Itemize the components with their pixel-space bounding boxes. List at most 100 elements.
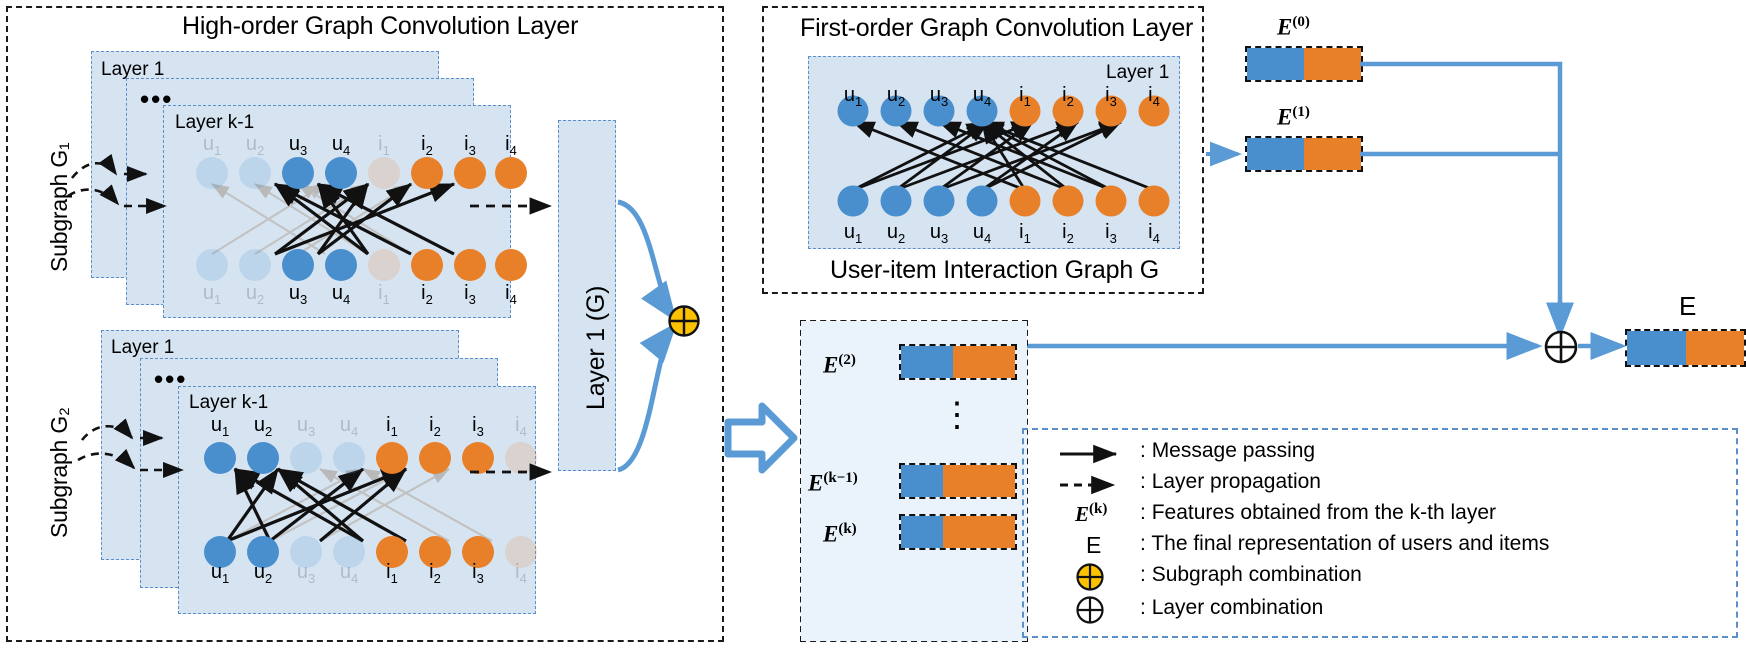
g1-layer1-label: Layer 1 [101,59,165,80]
legend-sep-2: : [1140,501,1146,524]
legend-text-4: Subgraph combination [1151,563,1362,586]
fo-bottom-label-u1: u1 [843,221,863,246]
legend-text-0: Message passing [1151,439,1316,462]
g1-bottom-label-u1: u1 [202,282,222,307]
e2-label: E(2) [823,352,856,379]
fo-bottom-label-u2: u2 [886,221,906,246]
ek-label: E(k) [823,521,857,548]
plus-circle-icon [1544,330,1578,364]
legend-item-4: : Subgraph combination [1140,563,1362,587]
legend-text-5: Layer combination [1151,596,1324,619]
fo-bottom-label-i2: i2 [1062,221,1074,246]
g1-top-label-u3: u3 [288,133,308,158]
fo-bottom-label-u4: u4 [972,221,992,246]
ek1-superscript: (k−1) [823,470,858,486]
g1-top-label-i1: i1 [378,133,390,158]
high-order-panel [6,6,724,642]
ek1-symbol: E [808,470,824,496]
e0-symbol: E [1277,14,1293,40]
legend-sep-5: : [1140,596,1146,619]
legend-dashed-arrow-icon [1060,475,1116,495]
aggregator-card [558,120,616,471]
ek-item-half [943,516,1015,548]
fo-bottom-label-i4: i4 [1148,221,1160,246]
e1-superscript: (1) [1292,104,1310,120]
fo-bottom-label-i3: i3 [1105,221,1117,246]
g2-top-label-i3: i3 [472,414,484,439]
first-order-to-e1-arrow [1206,141,1242,167]
legend-sep-0: : [1140,439,1146,462]
g1-graph [196,157,527,281]
g1-bottom-label-u3: u3 [288,282,308,307]
g2-top-nodes [204,442,537,474]
g2-bottom-label-i1: i1 [386,561,398,586]
g1-layerk-label: Layer k-1 [175,112,255,133]
first-order-edges [851,120,1155,192]
ek1-item-half [943,465,1015,497]
legend-e-k-sup: (k) [1089,501,1108,517]
ek-superscript: (k) [838,521,857,537]
yellow-plus-circle-icon [668,305,700,337]
fo-bottom-label-u3: u3 [929,221,949,246]
aggregator-label: Layer 1 (G) [582,285,610,410]
legend-item-2: : Features obtained from the k-th layer [1140,501,1496,525]
legend-solid-arrow-icon [1060,444,1118,464]
g1-bottom-label-u2: u2 [245,282,265,307]
combination-to-final-arrow [1578,332,1627,360]
g2-bottom-label-u1: u1 [210,561,230,586]
fo-top-label-u2: u2 [886,84,906,109]
final-user-half [1627,331,1686,365]
g2-top-label-u4: u4 [339,414,359,439]
legend-text-2: Features obtained from the k-th layer [1151,501,1497,524]
legend-sep-3: : [1140,532,1146,555]
fo-top-label-u3: u3 [929,84,949,109]
e2-superscript: (2) [838,352,856,368]
first-order-layer-label: Layer 1 [1106,62,1170,83]
aggregator-input-arrows [470,197,552,481]
e0-item-half [1304,48,1361,80]
legend-e-base: E [1086,532,1102,558]
block-arrow-icon [724,402,798,474]
g1-propagation-arrows [67,153,167,215]
subgraph-g2-label: Subgraph G₂ [46,407,72,538]
e1-label: E(1) [1277,104,1310,131]
g2-top-label-u2: u2 [253,414,273,439]
g1-message-edges [273,182,456,256]
g2-top-label-i2: i2 [429,414,441,439]
g2-bottom-label-i4: i4 [515,561,527,586]
legend-plus-circle-icon [1076,596,1104,624]
ek1-vector [899,463,1017,499]
g2-bottom-label-u3: u3 [296,561,316,586]
ek-vector [899,514,1017,550]
g2-top-label-u1: u1 [210,414,230,439]
legend-item-5: : Layer combination [1140,596,1323,620]
g1-top-label-i3: i3 [464,133,476,158]
fo-bottom-label-i1: i1 [1019,221,1031,246]
fo-top-label-i4: i4 [1148,84,1160,109]
fo-top-label-u4: u4 [972,84,992,109]
legend-item-3: : The final representation of users and … [1140,532,1549,556]
g2-bottom-nodes [204,536,537,568]
g2-message-edges [225,467,408,543]
g1-top-label-u4: u4 [331,133,351,158]
ek-user-half [901,516,944,548]
e0-vector [1245,46,1363,82]
e1-symbol: E [1277,104,1293,130]
legend-item-0: : Message passing [1140,439,1315,463]
high-order-panel-title: High-order Graph Convolution Layer [182,12,579,40]
final-embedding-vector [1625,329,1746,367]
g1-bottom-nodes [196,249,527,281]
g1-bottom-label-i1: i1 [378,282,390,307]
g1-bottom-label-u4: u4 [331,282,351,307]
legend-e-k-base: E [1075,502,1090,526]
g1-top-label-i2: i2 [421,133,433,158]
g1-bottom-label-i3: i3 [464,282,476,307]
g1-top-label-i4: i4 [505,133,517,158]
g2-layer1-label: Layer 1 [111,337,175,358]
final-embedding-label: E [1679,291,1697,321]
g1-bottom-label-i2: i2 [421,282,433,307]
fo-top-label-u1: u1 [843,84,863,109]
g2-bottom-label-u4: u4 [339,561,359,586]
first-order-bottom-nodes [837,185,1170,217]
